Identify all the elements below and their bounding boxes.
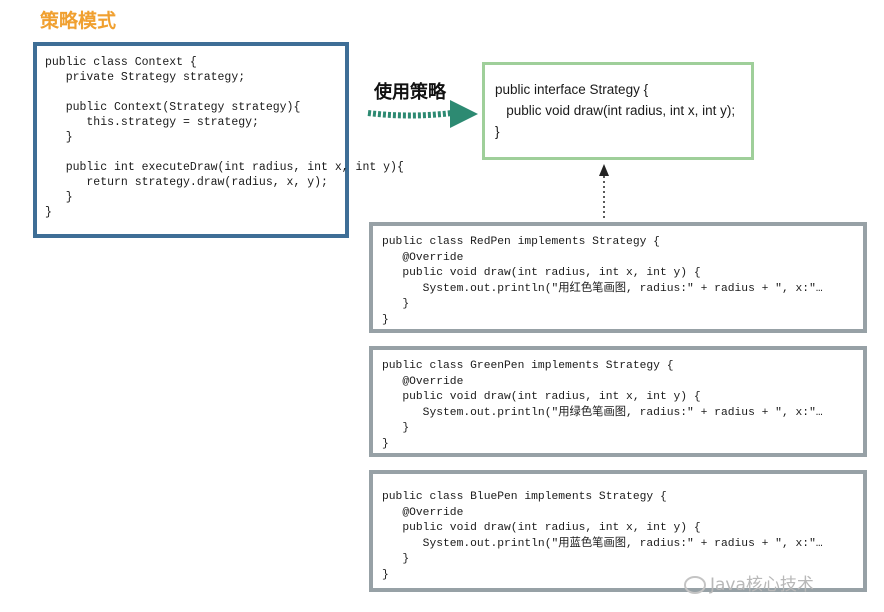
greenpen-class-code: public class GreenPen implements Strateg… <box>382 360 823 450</box>
context-class-code: public class Context { private Strategy … <box>45 56 404 219</box>
redpen-class-code: public class RedPen implements Strategy … <box>382 236 823 326</box>
uses-strategy-label: 使用策略 <box>374 82 446 103</box>
redpen-class-box: public class RedPen implements Strategy … <box>369 222 867 333</box>
bluepen-class-box: public class BluePen implements Strategy… <box>369 470 867 592</box>
bluepen-class-code: public class BluePen implements Strategy… <box>382 491 823 581</box>
wechat-icon <box>684 576 706 594</box>
greenpen-class-box: public class GreenPen implements Strateg… <box>369 346 867 457</box>
diagram-title: 策略模式 <box>40 10 117 32</box>
watermark-text: Java核心技术 <box>710 575 814 595</box>
context-class-box: public class Context { private Strategy … <box>33 42 404 238</box>
strategy-interface-box: public interface Strategy { public void … <box>482 62 754 160</box>
implements-arrow <box>599 164 609 218</box>
uses-arrow <box>367 100 478 128</box>
strategy-interface-code: public interface Strategy { public void … <box>495 82 736 139</box>
watermark: Java核心技术 <box>684 570 814 595</box>
